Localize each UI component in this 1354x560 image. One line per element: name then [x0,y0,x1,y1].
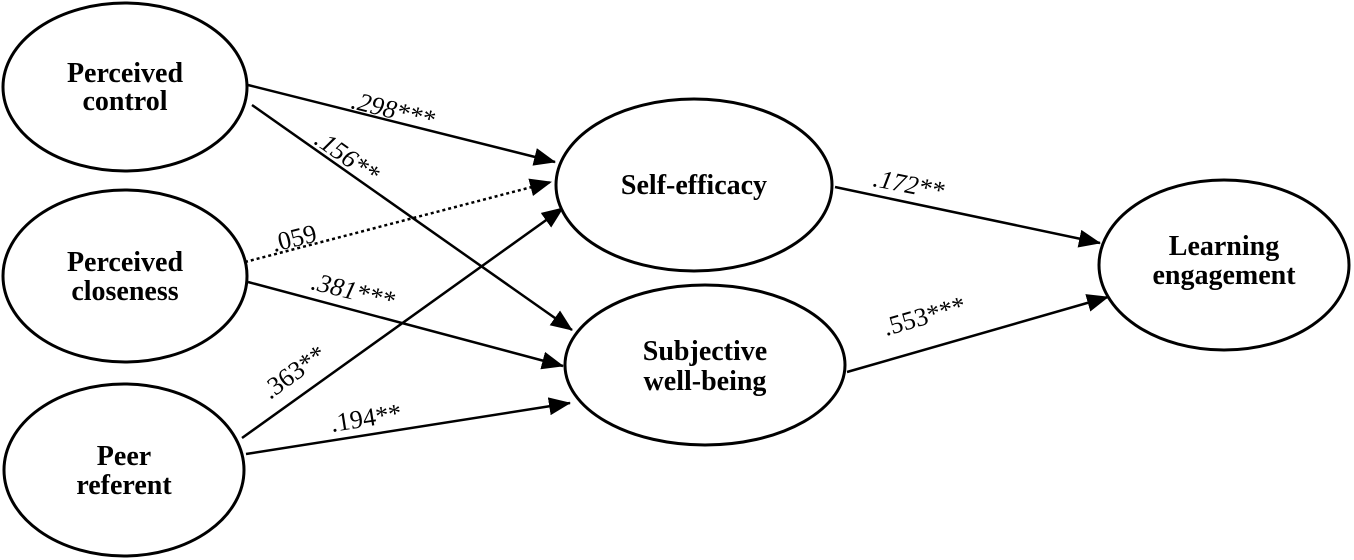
node-peer-referent-line2: referent [76,470,172,501]
node-self-efficacy: Self-efficacy [554,97,834,273]
node-learning-engagement-line2: engagement [1152,260,1296,291]
path-peer-to-wellbeing [245,397,571,456]
coef-closeness-to-efficacy: .059 [268,219,319,258]
coef-control-to-wellbeing: .156** [310,124,385,189]
coef-efficacy-to-engagement: .172** [871,163,947,205]
path-control-to-wellbeing [251,103,573,332]
node-self-efficacy-label: Self-efficacy [621,170,767,201]
node-perceived-closeness-line1: Perceived [67,247,184,278]
node-peer-referent: Peer referent [2,382,246,558]
node-subjective-wellbeing-line2: well-being [644,366,767,397]
path-closeness-to-efficacy [244,178,552,264]
node-perceived-control-line1: Perceived [67,58,184,89]
path-closeness-to-wellbeing [247,280,564,370]
path-control-to-efficacy [247,83,556,166]
path-peer-to-efficacy [241,206,564,440]
coef-wellbeing-to-engagement: .553*** [880,291,969,342]
coef-control-to-efficacy: .298*** [349,86,438,135]
coef-peer-to-efficacy: .363** [256,339,331,404]
node-perceived-closeness: Perceived closeness [1,188,249,364]
node-subjective-wellbeing: Subjective well-being [563,283,847,447]
path-efficacy-to-engagement [834,185,1101,248]
node-peer-referent-line1: Peer [97,441,151,472]
node-learning-engagement-line1: Learning [1169,231,1279,262]
node-perceived-control: Perceived control [1,1,249,173]
path-wellbeing-to-engagement [846,294,1109,374]
node-perceived-closeness-line2: closeness [71,276,178,307]
node-perceived-control-line2: control [82,86,167,117]
node-subjective-wellbeing-line1: Subjective [643,336,767,367]
node-learning-engagement: Learning engagement [1097,178,1351,352]
coef-closeness-to-wellbeing: .381*** [309,267,398,316]
